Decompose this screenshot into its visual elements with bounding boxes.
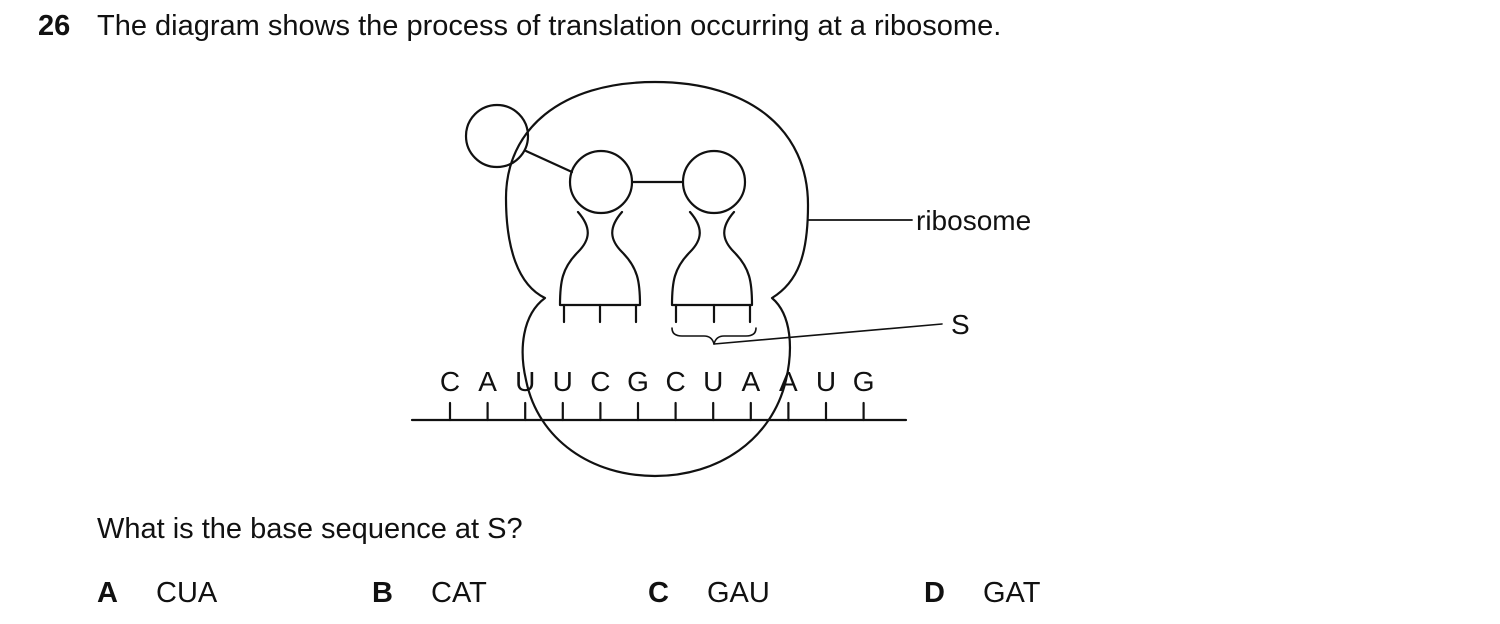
s-label: S [951, 309, 970, 340]
question-stem: The diagram shows the process of transla… [97, 10, 1002, 42]
amino-acid-previous [464, 103, 530, 169]
mrna-base-9: A [741, 366, 760, 397]
trna-left [558, 210, 642, 324]
option-c[interactable]: C GAU [648, 577, 770, 610]
option-a-text: CUA [156, 577, 218, 609]
option-d-letter: D [924, 577, 945, 609]
option-a[interactable]: A CUA [97, 577, 217, 610]
question-number: 26 [38, 10, 71, 42]
ribosome-label: ribosome [916, 205, 1031, 236]
s-leader [713, 323, 943, 345]
ribosome-outline [504, 80, 810, 478]
mrna-base-ticks [448, 401, 865, 422]
mrna-base-3: U [515, 366, 535, 397]
mrna-base-8: U [703, 366, 723, 397]
mrna-base-6: G [627, 366, 649, 397]
amino-acid-left [568, 149, 634, 215]
trna-right [670, 210, 754, 324]
option-b-text: CAT [431, 577, 487, 609]
mrna-base-4: U [553, 366, 573, 397]
option-d-text: GAT [983, 577, 1041, 609]
amino-acid-right [681, 149, 747, 215]
mrna-base-12: G [853, 366, 875, 397]
mrna-base-5: C [590, 366, 610, 397]
option-a-letter: A [97, 577, 118, 609]
option-c-text: GAU [707, 577, 770, 609]
option-b-letter: B [372, 577, 393, 609]
question-prompt: What is the base sequence at S? [97, 513, 523, 545]
option-d[interactable]: D GAT [924, 577, 1040, 610]
mrna-base-7: C [665, 366, 685, 397]
option-b[interactable]: B CAT [372, 577, 487, 610]
option-c-letter: C [648, 577, 669, 609]
mrna-base-1: C [440, 366, 460, 397]
peptide-bond-1 [524, 149, 574, 174]
mrna-base-10: A [779, 366, 798, 397]
mrna-base-2: A [478, 366, 497, 397]
mrna-base-11: U [816, 366, 836, 397]
